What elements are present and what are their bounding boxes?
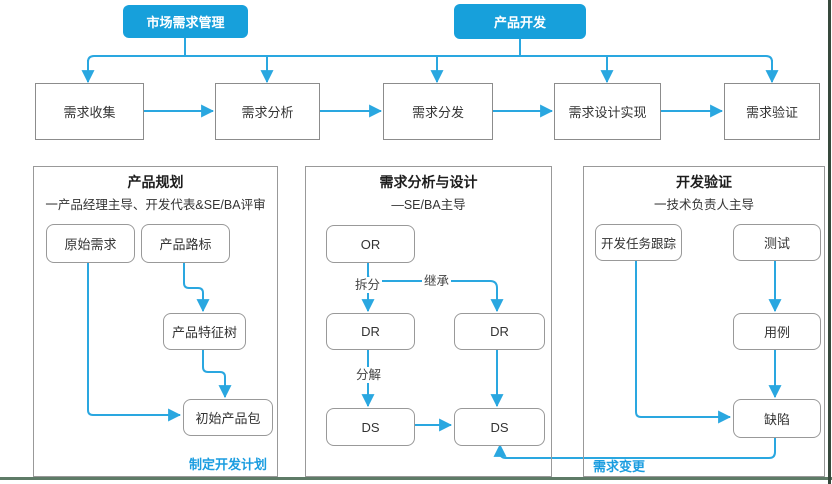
node-ds-left: DS bbox=[326, 408, 415, 446]
stage-requirements-analyze: 需求分析 bbox=[215, 83, 320, 140]
node-dev-task-tracking: 开发任务跟踪 bbox=[595, 224, 682, 261]
edge-label-split: 拆分 bbox=[353, 277, 383, 293]
stage-requirements-distribute: 需求分发 bbox=[383, 83, 493, 140]
node-dr-left: DR bbox=[326, 313, 415, 350]
flow-source-product-dev: 产品开发 bbox=[454, 4, 586, 39]
node-or: OR bbox=[326, 225, 415, 263]
node-ds-right: DS bbox=[454, 408, 545, 446]
node-dr-right: DR bbox=[454, 313, 545, 350]
node-product-feature-tree: 产品特征树 bbox=[163, 313, 246, 350]
panel-subtitle: —SE/BA主导 bbox=[391, 198, 466, 212]
edge-label-decompose: 分解 bbox=[354, 367, 384, 383]
stage-requirements-collect: 需求收集 bbox=[35, 83, 144, 140]
stage-requirements-verify: 需求验证 bbox=[724, 83, 820, 140]
panel-title: 产品规划 bbox=[127, 174, 184, 190]
node-test: 测试 bbox=[733, 224, 821, 261]
footer-make-dev-plan: 制定开发计划 bbox=[188, 457, 267, 472]
node-test-case: 用例 bbox=[733, 313, 821, 350]
stage-requirements-design-impl: 需求设计实现 bbox=[554, 83, 661, 140]
edge-featuretree-initialpkg bbox=[202, 347, 232, 399]
edge-top-bus bbox=[87, 55, 773, 63]
edge-original-initialpkg bbox=[87, 260, 182, 422]
edge-roadmap-featuretree bbox=[183, 260, 210, 313]
panel-dev-verification: 开发验证 一技术负责人主导 开发任务跟踪 测试 用例 缺陷 需求变更 bbox=[583, 166, 825, 477]
edge-label-inherit: 继承 bbox=[422, 273, 452, 289]
bottom-rule bbox=[0, 477, 832, 480]
node-defect: 缺陷 bbox=[733, 399, 821, 438]
right-edge-rule bbox=[828, 0, 831, 484]
panel-title: 需求分析与设计 bbox=[379, 174, 478, 190]
panel-product-planning: 产品规划 一产品经理主导、开发代表&SE/BA评审 原始需求 产品路标 产品特征… bbox=[33, 166, 278, 477]
panel-req-analysis-design: 需求分析与设计 —SE/BA主导 OR DR DR DS DS 拆分 继承 分解 bbox=[305, 166, 552, 477]
flow-source-market-requirements: 市场需求管理 bbox=[123, 5, 248, 38]
edge-defect-ds-feedback bbox=[493, 435, 776, 459]
panel-subtitle: 一产品经理主导、开发代表&SE/BA评审 bbox=[45, 198, 266, 212]
node-initial-product-package: 初始产品包 bbox=[183, 399, 273, 436]
edge-tasktracking-defect bbox=[635, 258, 732, 424]
panel-title: 开发验证 bbox=[676, 174, 732, 190]
footer-requirement-change: 需求变更 bbox=[593, 459, 646, 474]
panel-subtitle: 一技术负责人主导 bbox=[653, 198, 754, 212]
node-product-roadmap: 产品路标 bbox=[141, 224, 230, 263]
node-original-requirement: 原始需求 bbox=[46, 224, 135, 263]
